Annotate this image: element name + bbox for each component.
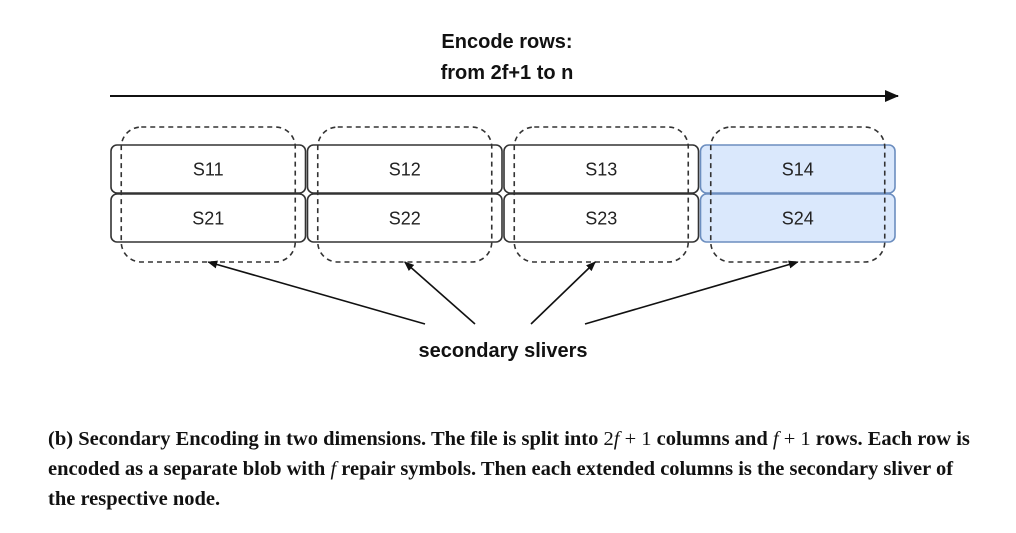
caption-text: rows. Each row is encoded as a separate … <box>48 428 970 480</box>
cell-s21 <box>110 193 307 243</box>
caption-math-var: f <box>330 458 337 480</box>
cell-s22 <box>306 193 503 243</box>
cell-label: S12 <box>389 160 421 180</box>
cell-label: S24 <box>782 209 814 229</box>
sliver-arrow <box>584 260 799 325</box>
secondary-sliver-outline <box>709 126 886 263</box>
cell-label: S11 <box>193 160 224 180</box>
cell-s23 <box>503 193 700 243</box>
cell-label: S14 <box>782 160 814 180</box>
caption-text: Secondary Encoding in two dimensions. Th… <box>73 428 604 450</box>
cell-s11 <box>110 144 307 194</box>
sliver-arrow <box>530 261 596 325</box>
caption-prefix: (b) <box>48 428 74 450</box>
cell-s12 <box>306 144 503 194</box>
sliver-outlines <box>120 126 886 263</box>
secondary-sliver-outline <box>316 126 493 263</box>
cell-label: S23 <box>585 209 617 229</box>
cell-label: S22 <box>389 209 421 229</box>
header-line-1: Encode rows: <box>441 31 572 53</box>
secondary-slivers-label: secondary slivers <box>419 340 588 362</box>
caption-math: + 1 <box>619 428 652 450</box>
secondary-sliver-outline <box>513 126 690 263</box>
caption-math-var: f <box>772 428 779 450</box>
sliver-arrow <box>207 260 426 325</box>
figure-caption: (b) Secondary Encoding in two dimensions… <box>48 424 978 514</box>
sliver-arrows <box>207 260 799 325</box>
header-line-2: from 2f+1 to n <box>441 62 574 84</box>
cell-s24 <box>699 193 896 243</box>
caption-math: 2 <box>603 428 614 450</box>
caption-text: columns and <box>651 428 773 450</box>
caption-text: repair symbols. Then each extended colum… <box>48 458 954 510</box>
cell-s13 <box>503 144 700 194</box>
caption-math-var: f <box>613 428 620 450</box>
sliver-arrow <box>404 261 476 325</box>
caption-math: + 1 <box>778 428 811 450</box>
cell-label: S21 <box>192 209 224 229</box>
cell-label: S13 <box>585 160 617 180</box>
secondary-sliver-outline <box>120 126 297 263</box>
cell-s14 <box>699 144 896 194</box>
encoding-diagram: Encode rows: from 2f+1 to n S11 S12 S13 S14… <box>110 31 899 362</box>
